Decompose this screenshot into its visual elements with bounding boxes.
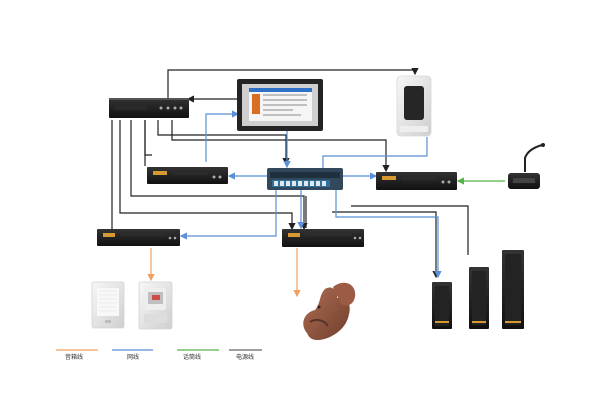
amplifier-center [282,229,364,247]
svg-text:音箱线: 音箱线 [65,353,83,361]
legend: 音箱线 网线 话筒线 电源线 [56,349,262,361]
power-sequencer [109,98,189,118]
amplifier-left [97,229,180,246]
mixer-right [376,172,457,190]
squirrel-speaker [303,282,356,341]
column-speaker-large [502,250,524,329]
svg-text:话筒线: 话筒线 [183,353,201,361]
wall-speaker [91,281,125,329]
column-speaker-small [432,282,452,329]
connection-lines [111,68,505,298]
mixer-left [147,167,228,184]
intercom-panel [138,281,173,330]
legend-item-power-line: 电源线 [229,349,262,361]
legend-item-microphone-line: 话筒线 [177,349,219,361]
call-station [396,75,432,137]
network-lines [179,110,442,279]
column-speakers [432,250,524,329]
column-speaker-medium [469,267,489,329]
svg-text:电源线: 电源线 [236,353,254,361]
legend-item-speaker-line: 音箱线 [56,349,98,361]
legend-item-network-line: 网线 [112,349,153,361]
svg-text:网线: 网线 [127,353,139,361]
desktop-microphone [508,143,545,189]
network-switch [267,168,343,190]
power-lines [111,68,469,279]
control-panel [237,79,323,131]
